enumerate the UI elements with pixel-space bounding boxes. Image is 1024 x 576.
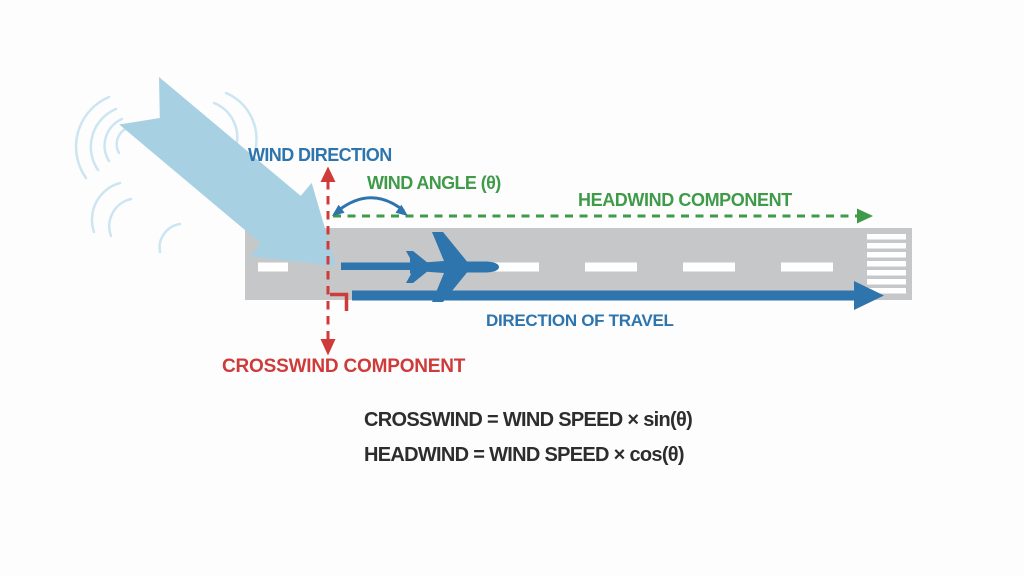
- travel-arrow: [352, 281, 884, 310]
- direction-of-travel-label: DIRECTION OF TRAVEL: [486, 311, 674, 330]
- wind-angle-label: WIND ANGLE (θ): [367, 173, 501, 193]
- right-angle-marker: [330, 292, 349, 311]
- wind-direction-label: WIND DIRECTION: [248, 145, 392, 165]
- crosswind-arrow: [320, 339, 336, 356]
- crosswind-formula: CROSSWIND = WIND SPEED × sin(θ): [364, 409, 693, 431]
- wind-ribbon-arrow-icon: [119, 77, 336, 266]
- runway-threshold-markings: [867, 234, 906, 294]
- headwind-formula: HEADWIND = WIND SPEED × cos(θ): [364, 444, 685, 466]
- wind-direction-arrow: [320, 166, 336, 340]
- wind-angle-arc: [332, 196, 408, 216]
- wind-swirl-lines: [74, 91, 258, 254]
- crosswind-component-label: CROSSWIND COMPONENT: [222, 356, 466, 377]
- headwind-arrow: [333, 208, 873, 224]
- headwind-component-label: HEADWIND COMPONENT: [578, 190, 792, 210]
- airplane-icon: [406, 232, 499, 302]
- runway-centerline: [258, 262, 833, 272]
